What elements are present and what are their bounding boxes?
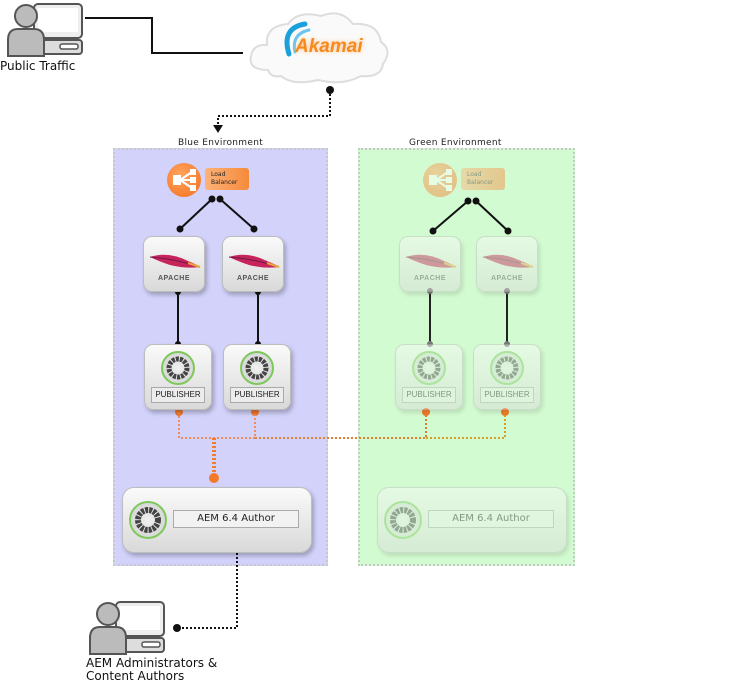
green-load-balancer: Load Balancer	[423, 163, 513, 199]
public-to-cdn-line	[85, 17, 243, 54]
apache-label: APACHE	[490, 275, 524, 282]
green-publisher-2: PUBLISHER	[473, 344, 541, 410]
blue-author: AEM 6.4 Author	[122, 487, 312, 553]
apache-label: APACHE	[413, 275, 447, 282]
user-computer-icon	[7, 3, 83, 57]
authors-label-line1: AEM Administrators &	[86, 656, 218, 670]
blue-load-balancer: Load Balancer	[167, 163, 257, 199]
green-apache-2: APACHE	[476, 236, 538, 292]
green-lb-tag: Load Balancer	[461, 168, 505, 190]
publisher-label: PUBLISHER	[151, 387, 205, 403]
apache-feather-icon	[405, 254, 457, 268]
apache-label: APACHE	[157, 275, 191, 282]
user-computer-icon	[89, 601, 165, 655]
publisher-label: PUBLISHER	[402, 387, 456, 403]
arrow-down-icon	[213, 125, 223, 133]
publisher-label: PUBLISHER	[480, 387, 534, 403]
cdn-to-blue-line	[217, 90, 331, 126]
aem-logo-icon	[490, 351, 524, 385]
green-lb-label-1: Load	[467, 171, 482, 178]
load-balancer-icon	[423, 163, 457, 197]
aem-logo-icon	[161, 351, 195, 385]
admins-connector-dot	[173, 624, 181, 632]
blue-environment-label: Blue Environment	[178, 138, 264, 148]
green-author: AEM 6.4 Author	[377, 487, 567, 553]
blue-apache-1: APACHE	[143, 236, 205, 292]
aem-logo-icon	[412, 351, 446, 385]
authors-group-node	[88, 600, 168, 656]
blue-publisher-2: PUBLISHER	[223, 344, 291, 410]
aem-logo-icon	[129, 501, 167, 539]
author-label: AEM 6.4 Author	[428, 510, 554, 528]
blue-publisher-1: PUBLISHER	[144, 344, 212, 410]
author-label: AEM 6.4 Author	[173, 510, 299, 528]
load-balancer-icon	[167, 163, 201, 197]
apache-feather-icon	[149, 254, 201, 268]
blue-lb-label-1: Load	[211, 171, 226, 178]
green-publisher-1: PUBLISHER	[395, 344, 463, 410]
blue-lb-label-2: Balancer	[211, 179, 238, 186]
authors-group-label: AEM Administrators & Content Authors	[86, 657, 217, 683]
akamai-cdn-node: Akamai	[243, 8, 393, 88]
apache-feather-icon	[482, 254, 534, 268]
apache-feather-icon	[228, 254, 280, 268]
authors-label-line2: Content Authors	[86, 669, 185, 683]
public-traffic-node	[6, 2, 86, 58]
cloud-icon	[249, 12, 389, 84]
blue-apache-2: APACHE	[222, 236, 284, 292]
apache-label: APACHE	[236, 275, 270, 282]
green-lb-label-2: Balancer	[467, 179, 494, 186]
aem-logo-icon	[240, 351, 274, 385]
green-apache-1: APACHE	[399, 236, 461, 292]
blue-lb-tag: Load Balancer	[205, 168, 249, 190]
public-traffic-label: Public Traffic	[0, 59, 76, 73]
akamai-logo-text: Akamai	[295, 36, 363, 57]
publisher-label: PUBLISHER	[230, 387, 284, 403]
aem-logo-icon	[384, 501, 422, 539]
green-environment-label: Green Environment	[409, 138, 502, 148]
